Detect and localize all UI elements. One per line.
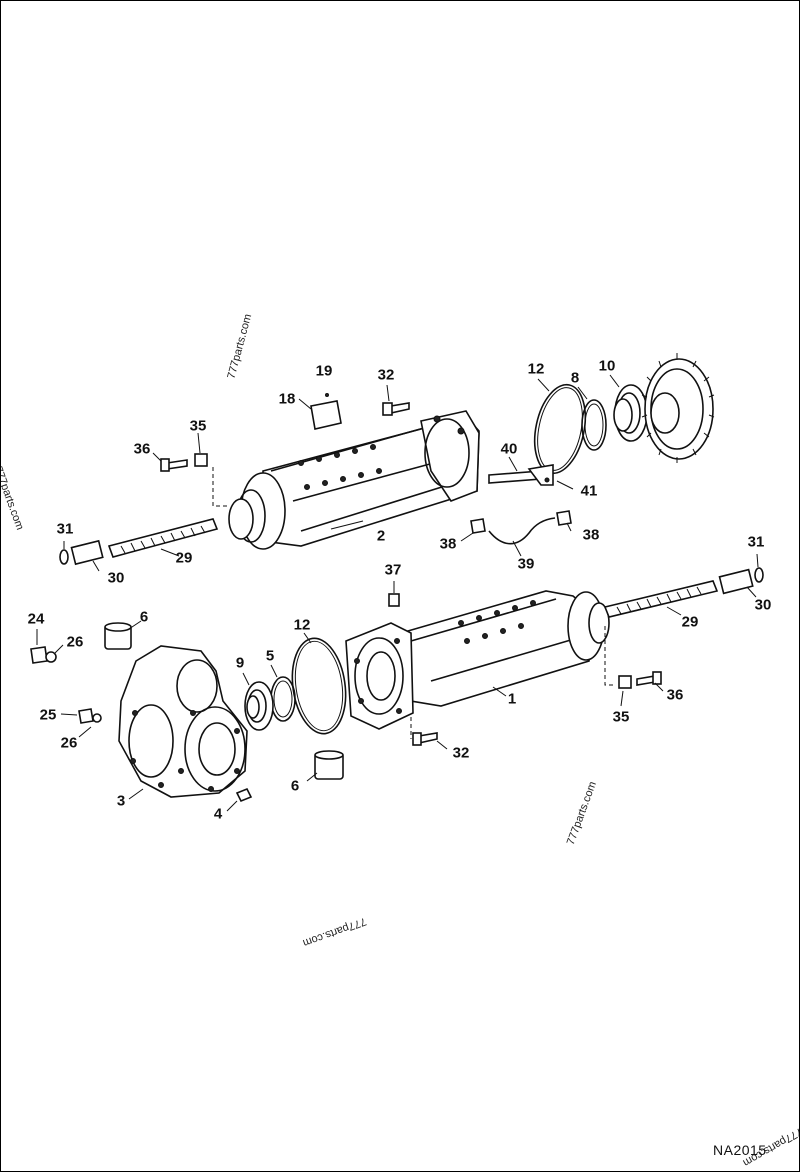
upper-axle-shaft	[59, 518, 219, 566]
callout-6a[interactable]: 6	[139, 608, 149, 626]
callout-9[interactable]: 9	[235, 654, 245, 672]
callout-18[interactable]: 18	[278, 390, 296, 408]
callout-38b[interactable]: 38	[582, 526, 600, 544]
bushing-6-lower	[314, 750, 344, 780]
callout-38a[interactable]: 38	[439, 535, 457, 553]
callout-26a[interactable]: 26	[66, 633, 84, 651]
bushing-6-upper	[104, 622, 132, 650]
callout-36b[interactable]: 36	[666, 686, 684, 704]
callout-10[interactable]: 10	[598, 357, 616, 375]
final-drive-gear	[641, 353, 715, 463]
lower-axle-shaft	[603, 567, 764, 618]
upper-o-ring	[533, 383, 587, 475]
callout-32a[interactable]: 32	[377, 366, 395, 384]
upper-bearing	[613, 384, 648, 442]
upper-axle-housing	[228, 410, 480, 550]
callout-12a[interactable]: 12	[527, 360, 545, 378]
identification-plate	[310, 393, 342, 430]
callout-1[interactable]: 1	[507, 690, 517, 708]
upper-bolt-and-bushing	[160, 453, 208, 472]
hose-assembly	[470, 510, 572, 545]
bracket-40	[488, 464, 554, 486]
lower-snap-ring	[270, 676, 296, 722]
bolt-4	[235, 787, 253, 803]
callout-29b[interactable]: 29	[681, 613, 699, 631]
drain-plugs	[30, 646, 102, 724]
callout-36a[interactable]: 36	[133, 440, 151, 458]
callout-37[interactable]: 37	[384, 561, 402, 579]
callout-30b[interactable]: 30	[754, 596, 772, 614]
callout-31a[interactable]: 31	[56, 520, 74, 538]
callout-41[interactable]: 41	[580, 482, 598, 500]
lower-axle-housing	[345, 590, 610, 730]
callout-12b[interactable]: 12	[293, 616, 311, 634]
callout-32b[interactable]: 32	[452, 744, 470, 762]
callout-39[interactable]: 39	[517, 555, 535, 573]
callout-35b[interactable]: 35	[612, 708, 630, 726]
callout-30a[interactable]: 30	[107, 569, 125, 587]
callout-5[interactable]: 5	[265, 647, 275, 665]
callout-31b[interactable]: 31	[747, 533, 765, 551]
callout-35a[interactable]: 35	[189, 417, 207, 435]
lower-bearing	[244, 681, 274, 731]
callout-2[interactable]: 2	[376, 527, 386, 545]
callout-8[interactable]: 8	[570, 369, 580, 387]
callout-6b[interactable]: 6	[290, 777, 300, 795]
figure-code: NA2015	[713, 1142, 767, 1158]
callout-19[interactable]: 19	[315, 362, 333, 380]
callout-3[interactable]: 3	[116, 792, 126, 810]
callout-40[interactable]: 40	[500, 440, 518, 458]
plug-37	[388, 593, 400, 607]
final-drive-housing	[118, 645, 248, 798]
upper-bolt-32	[382, 402, 410, 416]
lower-bolt-and-bushing	[618, 671, 662, 689]
callout-4[interactable]: 4	[213, 805, 223, 823]
callout-25[interactable]: 25	[39, 706, 57, 724]
upper-snap-ring	[581, 399, 607, 451]
callout-26b[interactable]: 26	[60, 734, 78, 752]
lower-bolt-32	[412, 732, 438, 746]
callout-24[interactable]: 24	[27, 610, 45, 628]
callout-29a[interactable]: 29	[175, 549, 193, 567]
